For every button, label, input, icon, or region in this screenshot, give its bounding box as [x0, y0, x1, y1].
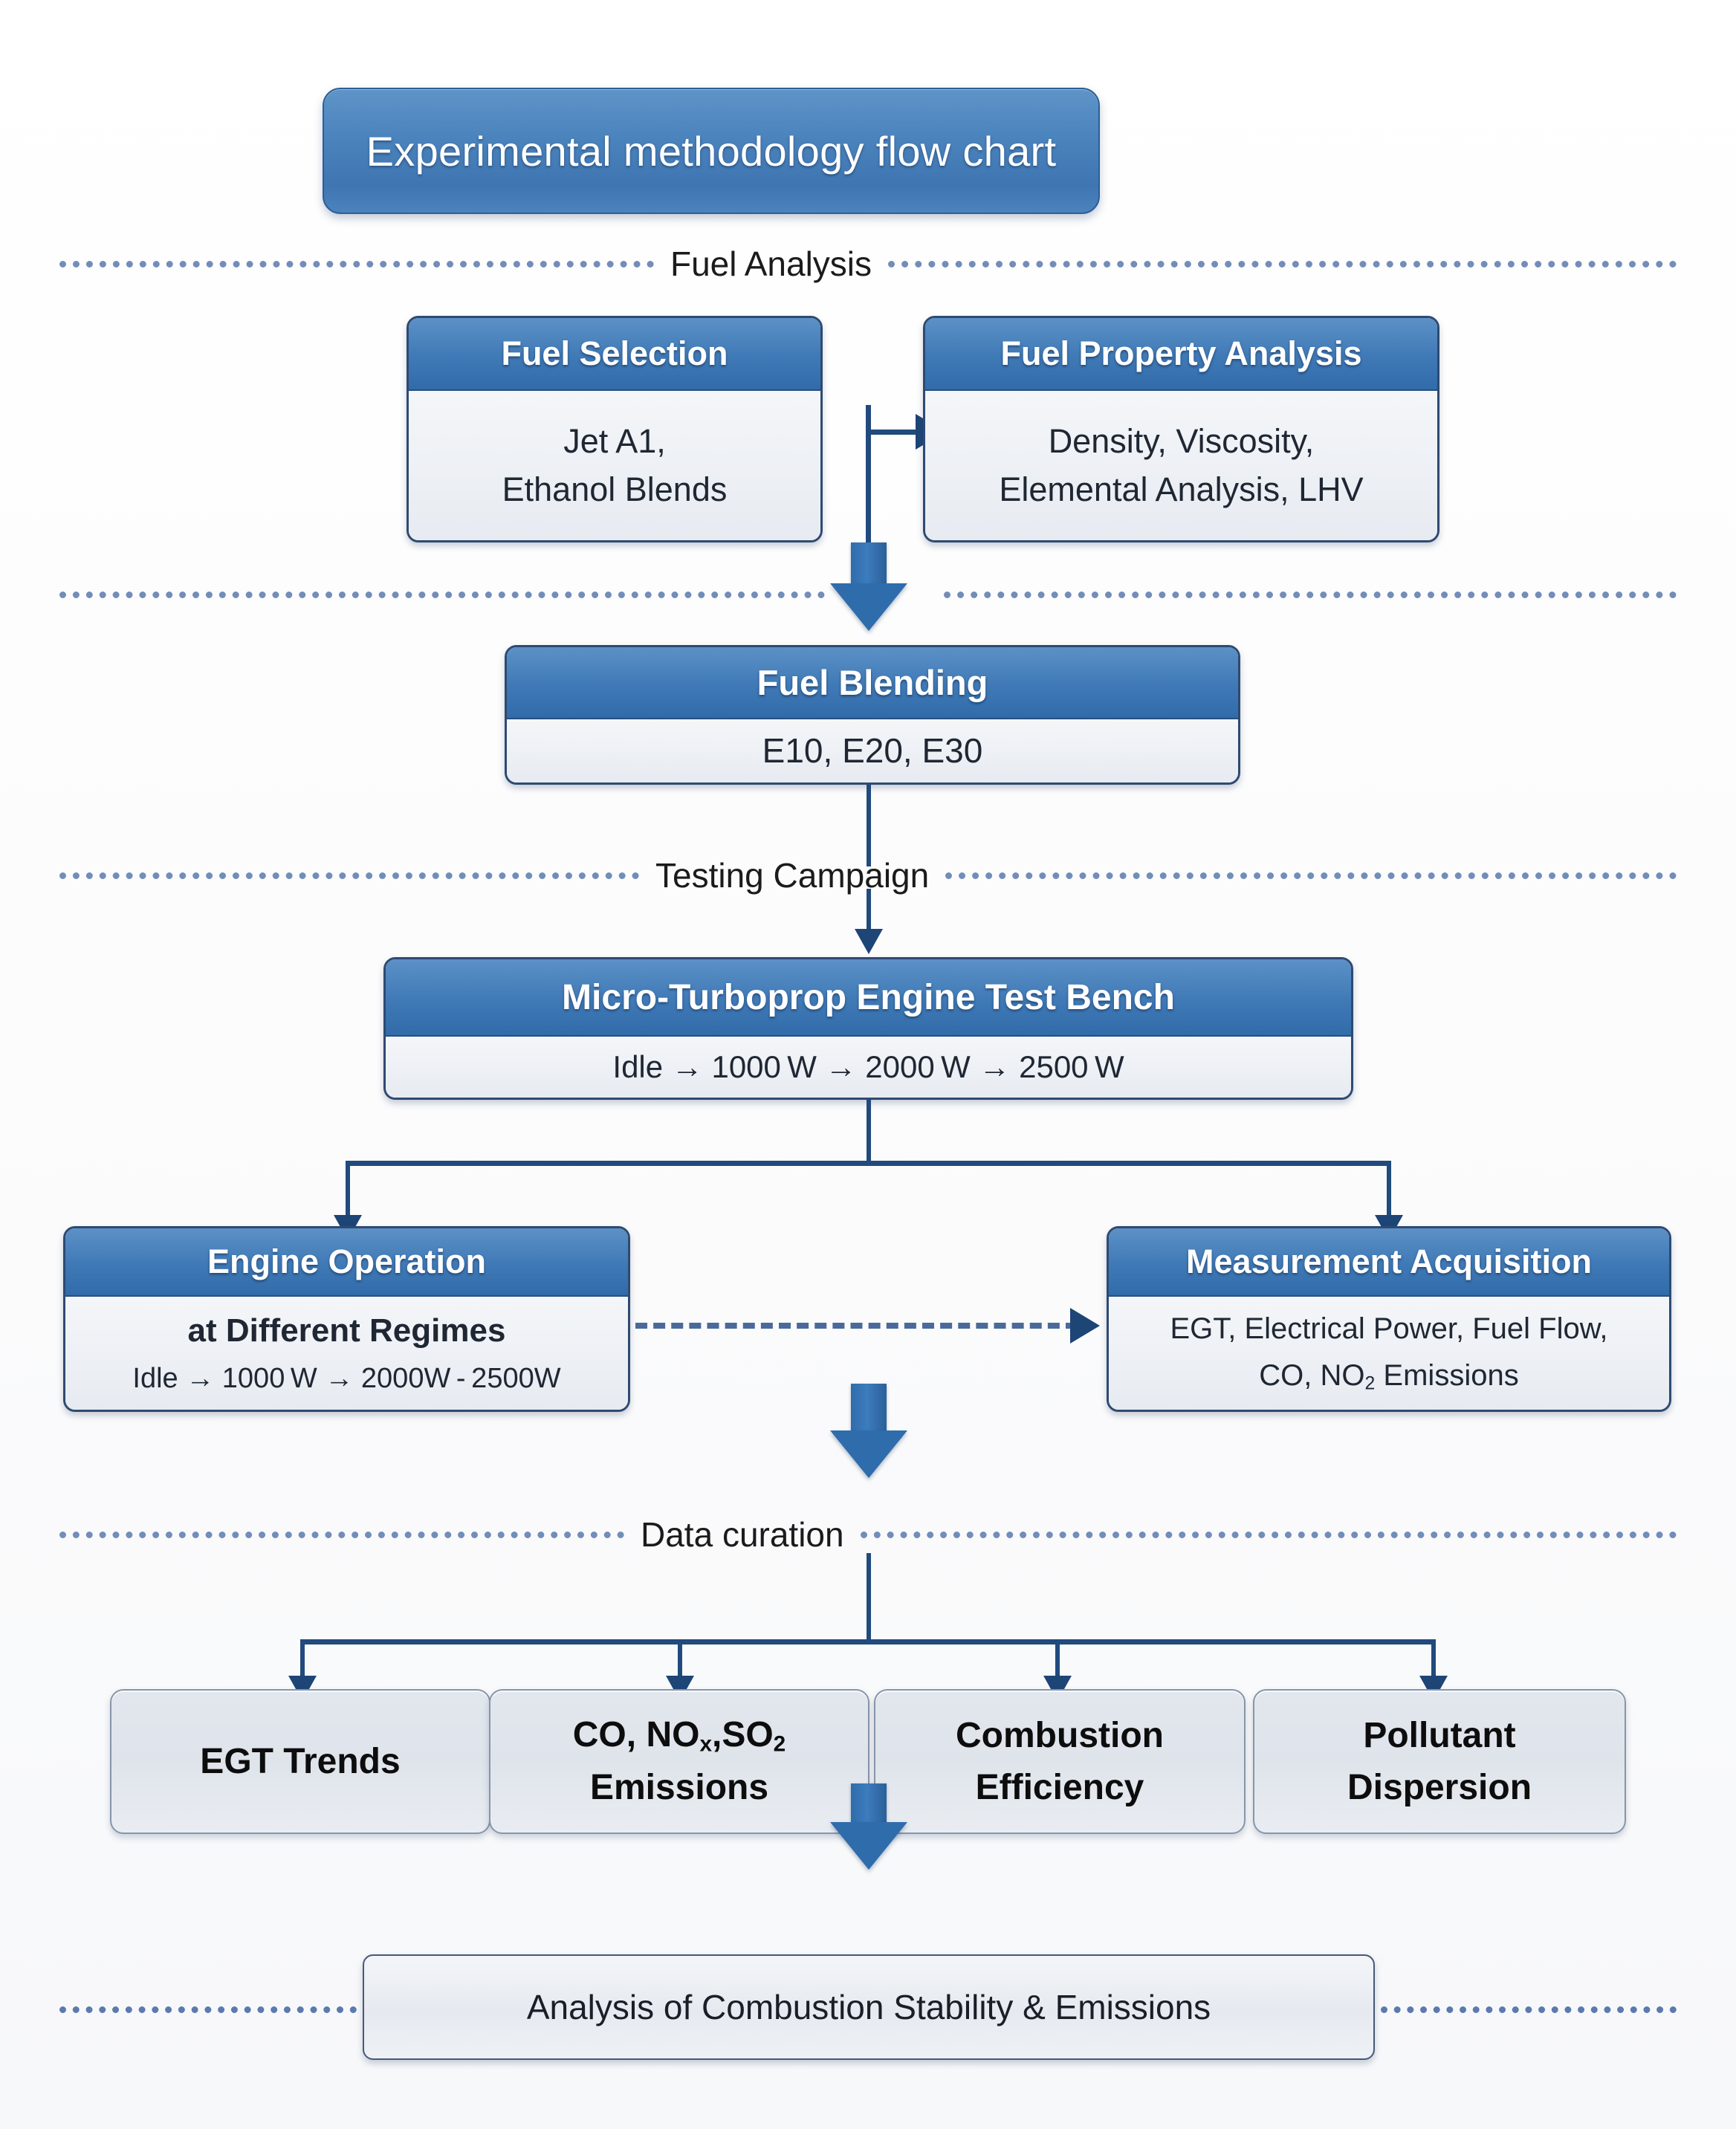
output-label-pollutant-dispersion-line-2: Dispersion — [1347, 1767, 1532, 1807]
node-fuel-selection-header: Fuel Selection — [409, 318, 820, 391]
divider-dash-blending-right — [944, 591, 1677, 598]
node-engine-operation-body: at Different Regimes Idle → 1000 W → 200… — [65, 1297, 628, 1410]
output-box-pollutant-dispersion[interactable]: Pollutant Dispersion — [1253, 1689, 1626, 1834]
node-fuel-property-analysis-header: Fuel Property Analysis — [925, 318, 1437, 391]
node-engine-operation-line-2: Idle → 1000 W → 2000W - 2500W — [132, 1362, 561, 1394]
connector-curation-leg-1 — [300, 1639, 305, 1693]
connector-curation-leg-2 — [678, 1639, 682, 1693]
node-test-bench-body: Idle → 1000 W → 2000 W → 2500 W — [386, 1037, 1351, 1098]
connector-dashed-arrowhead — [1070, 1308, 1100, 1344]
divider-dash-testing-left — [59, 872, 639, 879]
section-divider-fuel-analysis: Fuel Analysis — [59, 242, 1677, 286]
connector-testing-down — [867, 889, 871, 944]
node-test-bench[interactable]: Micro-Turboprop Engine Test Bench Idle →… — [383, 957, 1353, 1100]
output-box-egt-trends[interactable]: EGT Trends — [110, 1689, 490, 1834]
connector-curation-leg-4 — [1431, 1639, 1436, 1693]
divider-dash-left — [59, 260, 654, 268]
output-label-combustion-efficiency-line-1: Combustion — [956, 1716, 1164, 1756]
node-engine-operation[interactable]: Engine Operation at Different Regimes Id… — [63, 1226, 630, 1412]
node-fuel-property-analysis-line-1: Density, Viscosity, — [1048, 421, 1315, 460]
connector-arrow-to-testbench — [855, 929, 883, 954]
divider-dash-curation-left — [59, 1531, 624, 1538]
connector-curation-down — [867, 1553, 871, 1644]
node-measurement-acquisition[interactable]: Measurement Acquisition EGT, Electrical … — [1107, 1226, 1671, 1412]
final-box-analysis[interactable]: Analysis of Combustion Stability & Emiss… — [363, 1954, 1375, 2060]
connector-testbench-down — [867, 1100, 871, 1163]
node-fuel-selection-line-1: Jet A1, — [563, 421, 666, 460]
connector-blending-down — [867, 785, 871, 866]
fat-arrow-to-curation-head — [830, 1430, 907, 1478]
section-divider-data-curation: Data curation — [59, 1512, 1677, 1557]
node-fuel-selection[interactable]: Fuel Selection Jet A1, Ethanol Blends — [407, 316, 823, 542]
page-title: Experimental methodology flow chart — [323, 88, 1100, 214]
section-divider-testing-campaign: Testing Campaign — [59, 853, 1677, 898]
final-box-label: Analysis of Combustion Stability & Emiss… — [526, 1988, 1211, 2026]
fat-arrow-to-final-head — [830, 1822, 907, 1870]
connector-dashed-engineop-to-measurement — [635, 1323, 1078, 1329]
section-label-testing-campaign: Testing Campaign — [655, 856, 930, 895]
connector-fuelsel-down — [866, 405, 871, 546]
connector-branch-left — [346, 1161, 350, 1231]
node-fuel-property-analysis[interactable]: Fuel Property Analysis Density, Viscosit… — [923, 316, 1439, 542]
divider-dash-testing-right — [945, 872, 1677, 879]
node-measurement-acquisition-line-2: CO, NO2 Emissions — [1259, 1359, 1519, 1394]
node-measurement-acquisition-line-1: EGT, Electrical Power, Fuel Flow, — [1170, 1312, 1608, 1346]
node-fuel-property-analysis-line-2: Elemental Analysis, LHV — [999, 470, 1364, 508]
divider-dash-right — [888, 260, 1677, 268]
fat-arrow-to-curation-stem — [851, 1384, 887, 1436]
divider-dash-blending-left — [59, 591, 825, 598]
final-divider-dash-left — [59, 2006, 357, 2013]
page-title-text: Experimental methodology flow chart — [366, 127, 1057, 175]
output-label-combustion-efficiency-line-2: Efficiency — [975, 1767, 1144, 1807]
node-fuel-selection-line-2: Ethanol Blends — [502, 470, 728, 508]
output-box-emissions[interactable]: CO, NOx,SO2 Emissions — [489, 1689, 869, 1834]
output-label-pollutant-dispersion-line-1: Pollutant — [1363, 1716, 1516, 1756]
output-box-combustion-efficiency[interactable]: Combustion Efficiency — [874, 1689, 1246, 1834]
fat-arrow-to-blending-head — [830, 583, 907, 631]
node-fuel-blending-line-1: E10, E20, E30 — [762, 731, 983, 771]
connector-testbench-bus — [346, 1161, 1391, 1166]
node-fuel-blending[interactable]: Fuel Blending E10, E20, E30 — [505, 645, 1240, 785]
node-engine-operation-header: Engine Operation — [65, 1228, 628, 1297]
fat-arrow-to-blending-stem — [851, 542, 887, 589]
node-test-bench-line-1: Idle → 1000 W → 2000 W → 2500 W — [612, 1049, 1124, 1085]
node-test-bench-header: Micro-Turboprop Engine Test Bench — [386, 959, 1351, 1037]
node-fuel-property-analysis-body: Density, Viscosity, Elemental Analysis, … — [925, 391, 1437, 540]
node-measurement-acquisition-body: EGT, Electrical Power, Fuel Flow, CO, NO… — [1109, 1297, 1669, 1410]
fat-arrow-to-final-stem — [851, 1783, 887, 1828]
node-engine-operation-line-1: at Different Regimes — [187, 1312, 506, 1349]
section-label-fuel-analysis: Fuel Analysis — [670, 244, 872, 283]
output-label-emissions-line-2: Emissions — [589, 1768, 769, 1808]
final-divider-dash-right — [1381, 2006, 1677, 2013]
output-label-egt-trends: EGT Trends — [200, 1741, 401, 1781]
connector-curation-bus — [300, 1639, 1436, 1644]
connector-fuelsel-right — [866, 430, 953, 435]
node-fuel-blending-header: Fuel Blending — [507, 647, 1238, 719]
output-label-emissions-line-1: CO, NOx,SO2 — [572, 1715, 786, 1757]
node-fuel-blending-body: E10, E20, E30 — [507, 719, 1238, 782]
section-label-data-curation: Data curation — [641, 1515, 844, 1554]
connector-branch-right — [1387, 1161, 1391, 1231]
connector-curation-leg-3 — [1055, 1639, 1060, 1693]
section-divider-blending — [59, 572, 1677, 617]
divider-dash-curation-right — [860, 1531, 1677, 1538]
node-fuel-selection-body: Jet A1, Ethanol Blends — [409, 391, 820, 540]
node-measurement-acquisition-header: Measurement Acquisition — [1109, 1228, 1669, 1297]
